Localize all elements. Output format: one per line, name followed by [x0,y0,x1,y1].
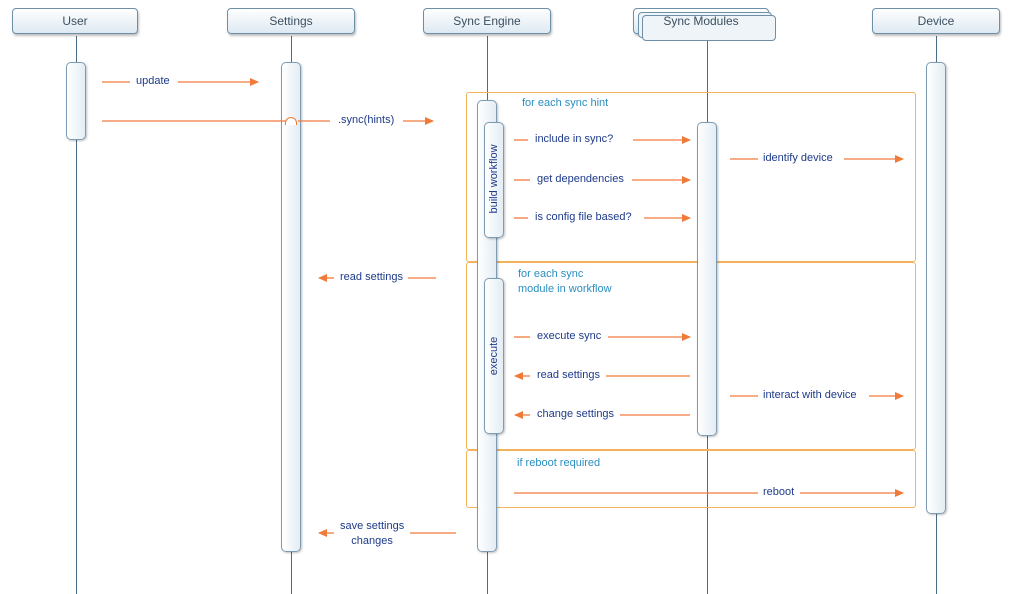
msg-read-settings-engine: read settings [340,271,403,283]
user-lifeline [76,36,77,594]
msg-get-dependencies: get dependencies [537,173,624,185]
reboot-condition-frame [466,450,916,508]
user-activation [66,62,86,140]
module-loop-label-line1: for each sync [518,268,584,280]
msg-execute-sync: execute sync [537,330,602,342]
msg-save-settings-line1: save settings [340,520,405,532]
execute-activation [484,278,504,434]
participant-device-label: Device [917,14,955,28]
participant-sync-engine-label: Sync Engine [453,14,521,28]
msg-reboot: reboot [763,486,795,498]
msg-include-in-sync: include in sync? [535,133,614,145]
participant-settings: Settings [227,8,355,34]
participant-user-label: User [62,14,88,28]
msg-identify-device: identify device [763,152,833,164]
participant-settings-label: Settings [269,14,313,28]
participant-sync-modules: Sync Modules [633,8,776,41]
participant-sync-engine: Sync Engine [423,8,551,34]
participant-sync-modules-label: Sync Modules [663,14,739,28]
module-loop-label-line2: module in workflow [518,283,612,295]
device-activation [926,62,946,514]
sync-modules-activation [697,122,717,436]
msg-config-file-based: is config file based? [535,211,632,223]
build-workflow-activation [484,122,504,238]
module-loop-frame [466,262,916,450]
participant-user: User [12,8,138,34]
msg-read-settings-module: read settings [537,369,600,381]
msg-update: update [136,75,170,87]
msg-interact-with-device: interact with device [763,389,857,401]
sync-arrow-hop [285,117,297,125]
settings-activation [281,62,301,552]
msg-save-settings: save settings changes [340,519,404,549]
msg-change-settings: change settings [537,408,615,420]
sync-hint-loop-frame [466,92,916,262]
reboot-condition-label: if reboot required [517,457,601,469]
msg-sync-hints: .sync(hints) [338,114,395,126]
module-loop-label: for each sync module in workflow [518,267,612,297]
participant-device: Device [872,8,1000,34]
msg-save-settings-line2: changes [351,535,393,547]
sync-hint-loop-label: for each sync hint [522,97,609,109]
